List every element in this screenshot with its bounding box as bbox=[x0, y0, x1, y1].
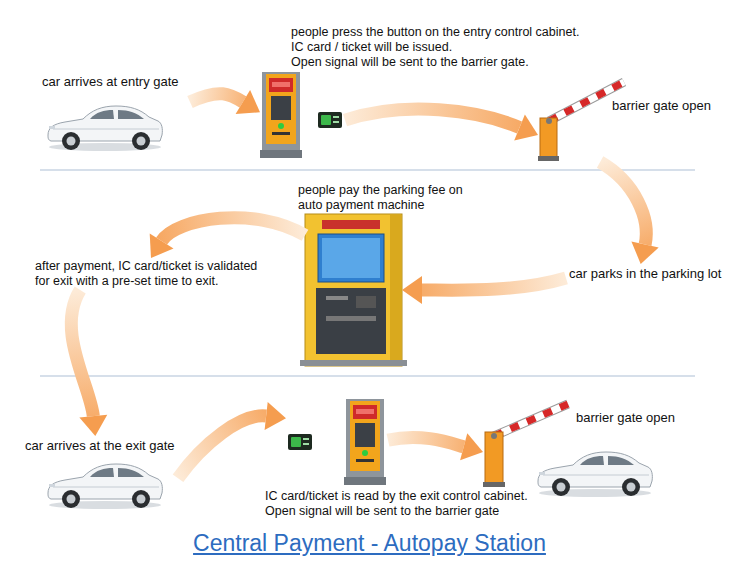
step-text: car parks in the parking lot bbox=[569, 266, 722, 282]
machine-header bbox=[322, 220, 380, 229]
arrow-head bbox=[236, 90, 260, 114]
arrow-head bbox=[402, 276, 422, 304]
arrow-shaft bbox=[388, 437, 464, 446]
arrow-head bbox=[514, 115, 538, 141]
arrow-head bbox=[150, 234, 174, 258]
entry-cabinet-illustration bbox=[260, 72, 302, 158]
barrier-base bbox=[538, 156, 559, 161]
flow-arrow bbox=[71, 290, 107, 436]
step-text: people pay the parking fee on auto payme… bbox=[298, 183, 478, 213]
step-text: Open signal will be sent to the barrier … bbox=[291, 55, 579, 70]
ic-card-icon bbox=[288, 434, 312, 450]
step-node: car arrives at entry gate bbox=[38, 72, 190, 152]
barrier-gate-illustration bbox=[538, 82, 624, 161]
flow-arrow bbox=[178, 402, 286, 478]
barrier-post bbox=[540, 118, 557, 160]
barrier-arm-stripe bbox=[494, 404, 568, 436]
text-group: barrier gate open bbox=[576, 410, 675, 426]
step-text: barrier gate open bbox=[576, 410, 675, 426]
step-text: IC card/ticket is read by the exit contr… bbox=[265, 489, 528, 504]
machine-screen bbox=[322, 238, 380, 278]
barrier-arm-outline bbox=[494, 404, 568, 436]
text-group: people pay the parking fee on auto payme… bbox=[298, 183, 478, 213]
barrier-pivot bbox=[491, 433, 497, 439]
machine-screen-frame bbox=[318, 234, 384, 282]
barrier-post bbox=[485, 432, 503, 486]
flow-arrow bbox=[600, 162, 659, 264]
arrow-shaft bbox=[345, 109, 520, 127]
flow-arrow bbox=[150, 218, 305, 258]
step-node: people press the button on the entry con… bbox=[260, 70, 345, 158]
flow-arrow bbox=[190, 90, 260, 114]
machine-panel bbox=[316, 288, 386, 354]
machine-side bbox=[390, 215, 401, 365]
step-node: car parks in the parking lot bbox=[566, 264, 725, 284]
title-area: Central Payment - Autopay Station bbox=[0, 529, 739, 557]
step-node: after payment, IC card/ticket is validat… bbox=[33, 258, 269, 290]
arrow-shaft bbox=[422, 278, 566, 290]
step-text: IC card / ticket will be issued. bbox=[291, 40, 579, 55]
step-node: people pay the parking fee on auto payme… bbox=[305, 214, 402, 366]
text-group: people press the button on the entry con… bbox=[291, 25, 579, 70]
step-text: car arrives at the exit gate bbox=[25, 438, 175, 454]
car-illustration bbox=[48, 464, 162, 509]
barrier-base bbox=[483, 482, 505, 487]
arrow-head bbox=[631, 241, 658, 264]
payment-machine-illustration bbox=[300, 214, 407, 366]
step-node: car arrives at the exit gate bbox=[22, 436, 178, 510]
arrow-shaft bbox=[71, 290, 93, 416]
step-node: IC card/ticket is read by the exit contr… bbox=[286, 398, 388, 486]
text-group: car parks in the parking lot bbox=[569, 266, 722, 282]
arrow-shaft bbox=[190, 94, 243, 102]
text-group: car arrives at entry gate bbox=[42, 74, 179, 90]
barrier-pivot bbox=[546, 118, 552, 124]
arrow-head bbox=[460, 433, 483, 460]
machine-body bbox=[305, 214, 402, 366]
barrier-arm bbox=[494, 404, 568, 436]
flow-arrow bbox=[345, 109, 538, 140]
exit-cabinet-illustration bbox=[344, 399, 386, 485]
text-group: car arrives at the exit gate bbox=[25, 438, 175, 454]
flow-arrow bbox=[402, 276, 566, 304]
arrow-head bbox=[79, 415, 107, 436]
arrow-shaft bbox=[162, 218, 305, 241]
flow-arrow bbox=[388, 433, 483, 460]
arrow-head bbox=[265, 402, 286, 430]
step-node: barrier gate open bbox=[483, 400, 656, 498]
ic-card-icon bbox=[318, 112, 342, 128]
step-text: Open signal will be sent to the barrier … bbox=[265, 504, 528, 519]
step-text: barrier gate open bbox=[612, 98, 711, 114]
arrow-shaft bbox=[178, 416, 266, 478]
machine-slot bbox=[326, 296, 348, 300]
machine-tray bbox=[326, 316, 376, 321]
text-group: barrier gate open bbox=[612, 98, 711, 114]
step-text: after payment, IC card/ticket is validat… bbox=[35, 259, 267, 289]
step-node: barrier gate open bbox=[538, 78, 628, 162]
machine-keypad bbox=[356, 296, 376, 308]
text-group: IC card/ticket is read by the exit contr… bbox=[265, 489, 528, 519]
arrow-shaft bbox=[600, 162, 646, 245]
machine-base bbox=[300, 360, 407, 366]
car-illustration bbox=[538, 452, 652, 497]
text-group: after payment, IC card/ticket is validat… bbox=[35, 259, 267, 289]
diagram-title: Central Payment - Autopay Station bbox=[193, 529, 546, 557]
step-text: car arrives at entry gate bbox=[42, 74, 179, 90]
car-illustration bbox=[48, 106, 162, 151]
row-divider bbox=[40, 169, 695, 171]
row-divider bbox=[40, 375, 695, 377]
step-text: people press the button on the entry con… bbox=[291, 25, 579, 40]
